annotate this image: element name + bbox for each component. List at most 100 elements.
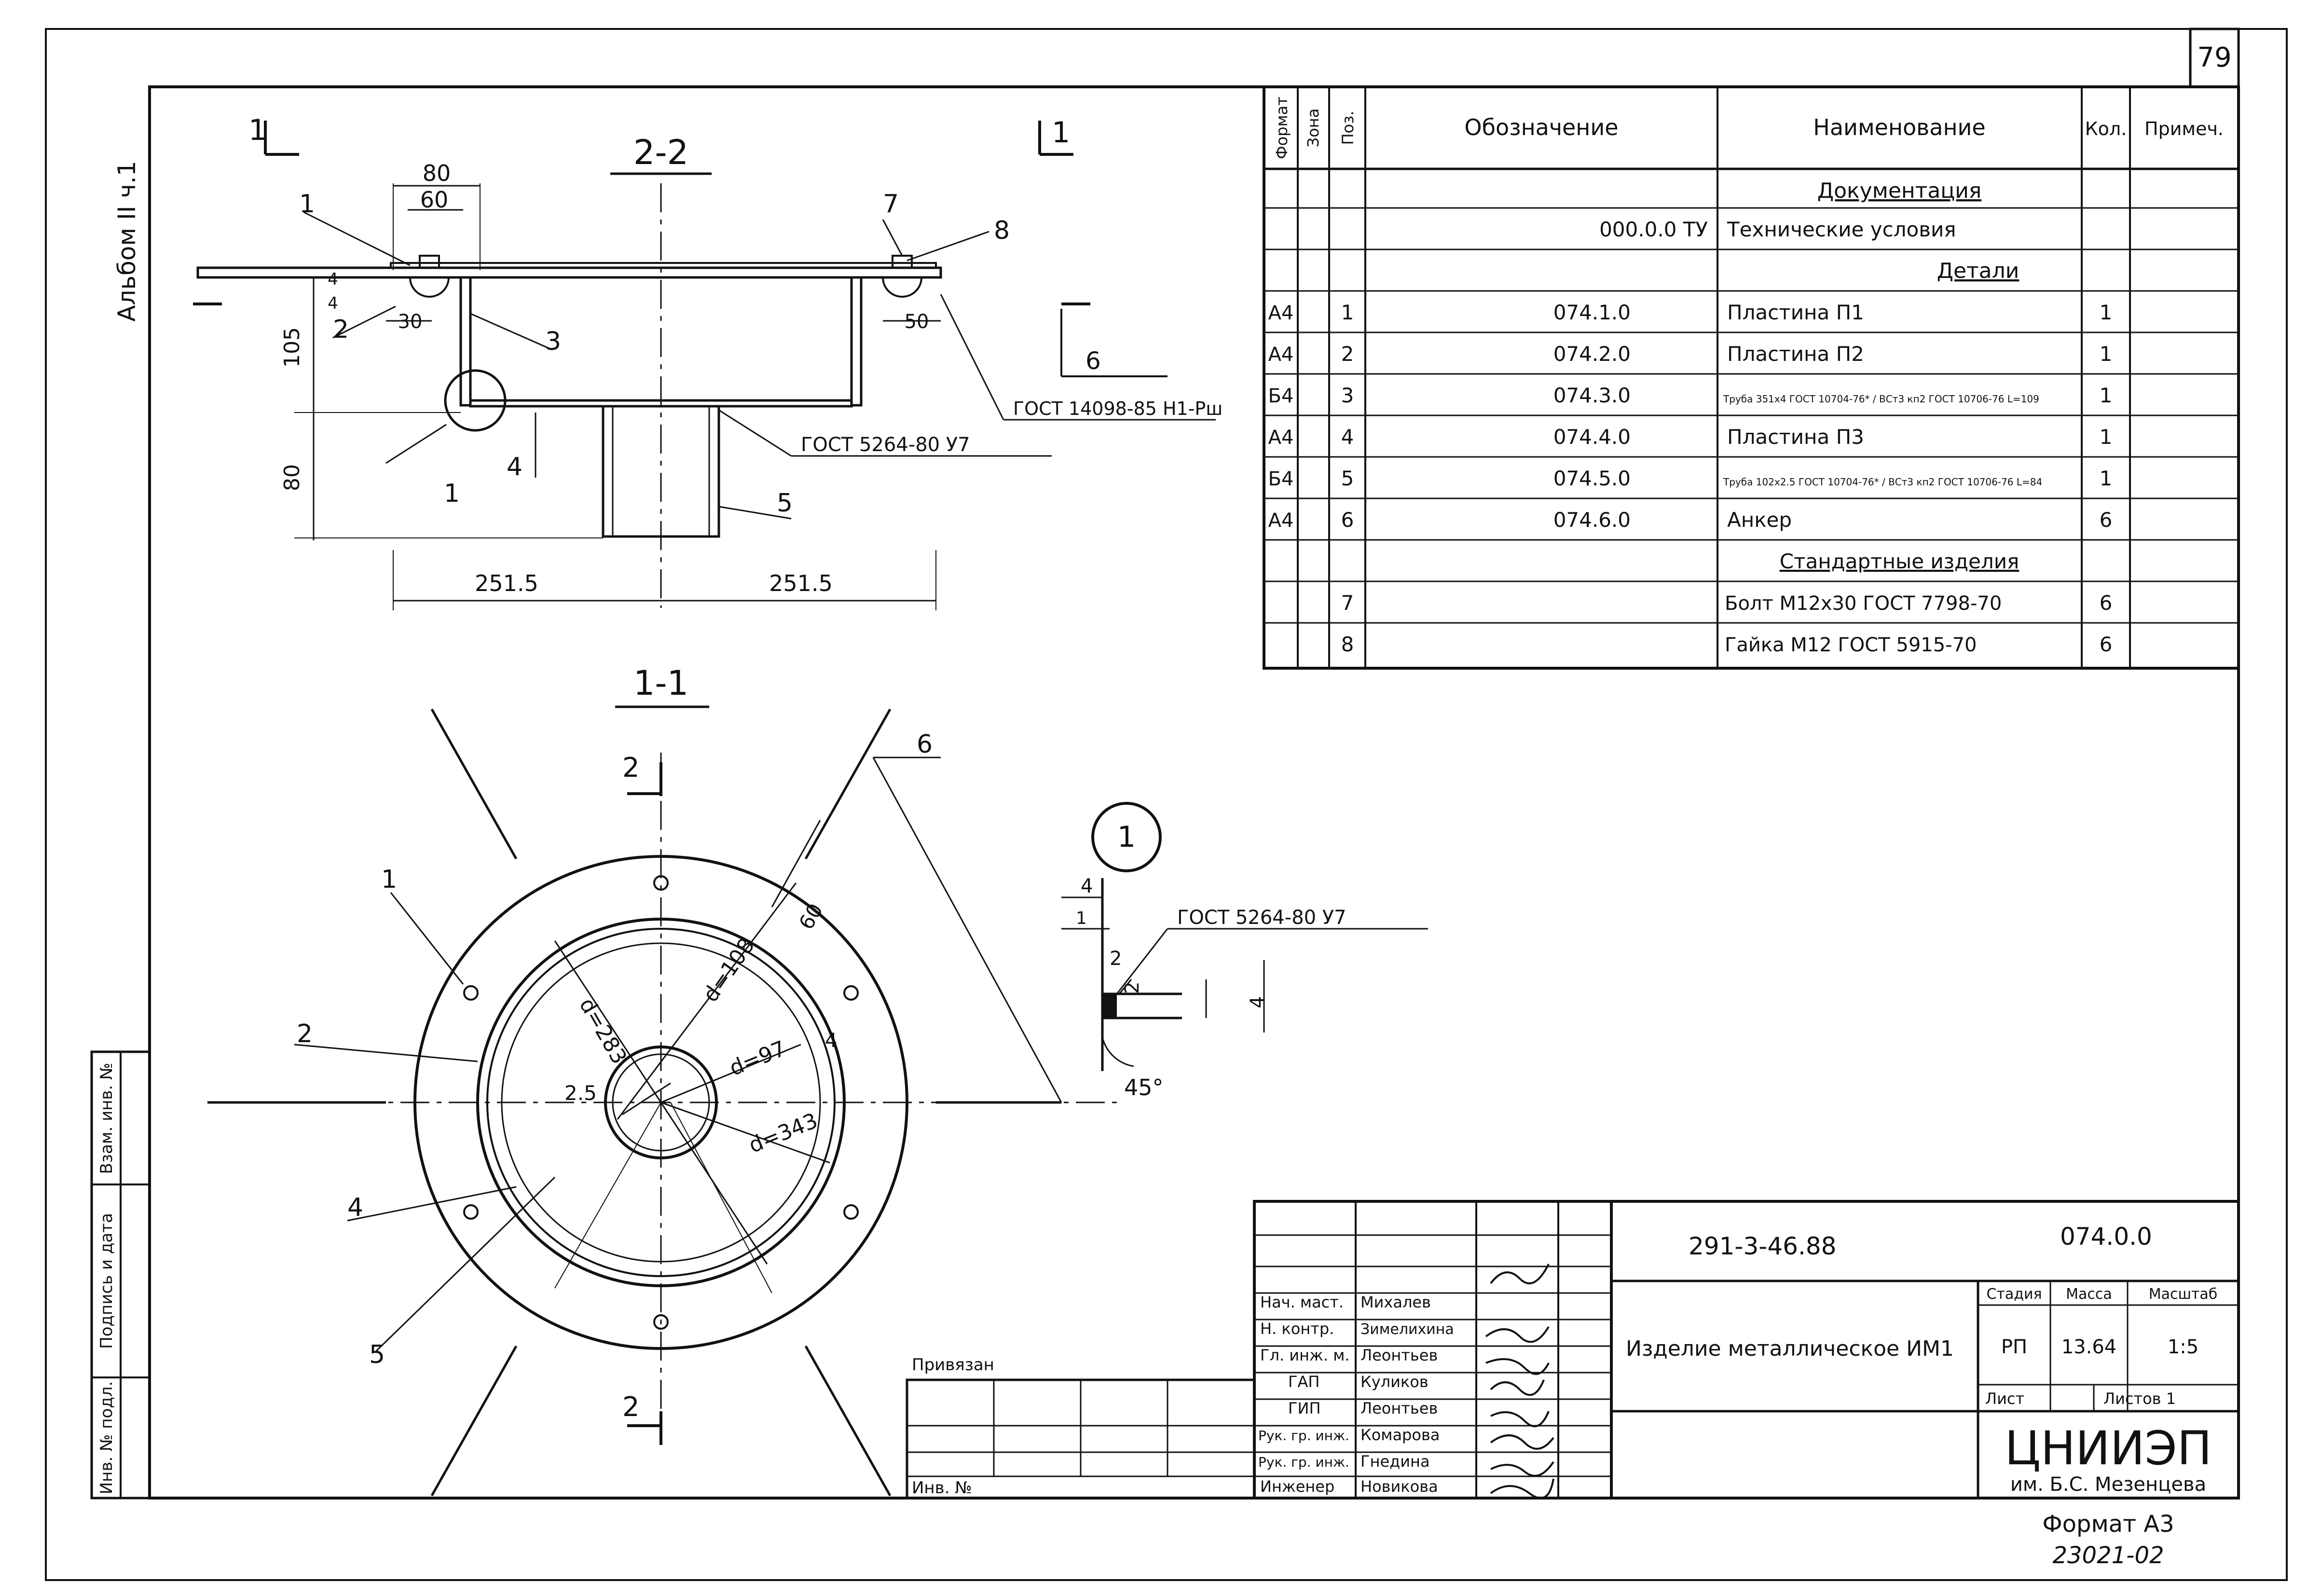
cut-mark-2-bottom: 2 <box>622 1391 640 1423</box>
spec-row-7-pos: 5 <box>1341 467 1354 490</box>
dim-251-right: 251.5 <box>769 570 833 596</box>
staff-6-role: Рук. гр. инж. <box>1258 1454 1349 1470</box>
section-2-2-title: 2-2 <box>633 133 688 172</box>
section-2-2-view: 2-2 1 1 6 <box>193 113 1223 610</box>
spec-row-2-name: Детали <box>1937 259 2020 283</box>
spec-row-9-name: Стандартные изделия <box>1780 550 2020 573</box>
staff-1-name: Зимелихина <box>1360 1321 1454 1338</box>
callout-5-plan: 5 <box>369 1340 385 1369</box>
spec-row-4-qty: 1 <box>2100 342 2113 366</box>
spec-row-5-name: Труба 351x4 ГОСТ 10704-76* / ВСт3 кп2 ГО… <box>1723 393 2039 405</box>
spec-header-qty: Кол. <box>2085 118 2127 139</box>
spec-row-6-fmt: А4 <box>1268 427 1294 449</box>
spec-row-1-des: 000.0.0 ТУ <box>1599 218 1708 241</box>
spec-row-5-pos: 3 <box>1341 384 1354 407</box>
dim-r4: 4 <box>825 1030 837 1052</box>
spec-row-4-pos: 2 <box>1341 342 1354 366</box>
item-code: 074.0.0 <box>2060 1223 2152 1251</box>
drawing-frame <box>148 85 2240 1500</box>
spec-row-3-des: 074.1.0 <box>1553 301 1631 324</box>
spec-header-designation: Обозначение <box>1464 114 1618 140</box>
spec-row-8-name: Анкер <box>1727 508 1792 532</box>
dim-d97: d=97 <box>726 1036 789 1081</box>
callout-3: 3 <box>545 327 561 356</box>
detail-gost-5264: ГОСТ 5264-80 У7 <box>1177 907 1346 929</box>
staff-7-name: Новикова <box>1360 1477 1438 1496</box>
detail-dim-1: 1 <box>1076 908 1087 928</box>
dim-d343: d=343 <box>745 1108 821 1158</box>
dim-251-left: 251.5 <box>475 570 538 596</box>
spec-row-8-fmt: А4 <box>1268 509 1294 532</box>
mass-value: 13.64 <box>2061 1336 2117 1358</box>
callout-1-top: 1 <box>299 190 315 219</box>
spec-header-format: Формат <box>1273 96 1291 159</box>
dim-r60: 60 <box>794 899 827 934</box>
left-strip: Инв. № подл. Подпись и дата Взам. инв. № <box>90 1050 151 1500</box>
sheets-header: Листов 1 <box>2103 1390 2176 1408</box>
sheet-header: Лист <box>1985 1390 2024 1408</box>
dim-4-top: 4 <box>328 270 338 289</box>
staff-4-name: Леонтьев <box>1360 1399 1438 1417</box>
scale-value: 1:5 <box>2168 1336 2198 1358</box>
detail-angle-45: 45° <box>1124 1074 1164 1101</box>
staff-1-role: Н. контр. <box>1260 1320 1334 1338</box>
cut-mark-2-top: 2 <box>622 752 640 784</box>
detail-dim-2: 2 <box>1110 948 1122 970</box>
strip-vzam-inv: Взам. инв. № <box>97 1063 116 1174</box>
spec-row-6-des: 074.4.0 <box>1553 425 1631 449</box>
stage-header: Стадия <box>1986 1286 2042 1303</box>
stage-value: РП <box>2001 1336 2027 1358</box>
callout-7: 7 <box>883 190 899 219</box>
spec-row-7-des: 074.5.0 <box>1553 467 1631 490</box>
spec-row-4-name: Пластина П2 <box>1727 342 1864 366</box>
doc-code: 291-3-46.88 <box>1689 1232 1836 1260</box>
callout-6-plan: 6 <box>917 730 933 759</box>
format-label: Формат А3 <box>2042 1511 2174 1538</box>
cut-mark-1-left: 1 <box>248 113 267 147</box>
spec-row-11-qty: 6 <box>2100 633 2113 656</box>
spec-row-8-des: 074.6.0 <box>1553 508 1631 532</box>
spec-row-6-pos: 4 <box>1341 425 1354 449</box>
dim-60: 60 <box>420 187 449 213</box>
spec-row-6-qty: 1 <box>2100 425 2113 449</box>
sheet-edge <box>45 28 2288 1581</box>
staff-0-role: Нач. маст. <box>1260 1293 1344 1311</box>
section-2-2-anchor-label: 6 <box>1085 347 1101 375</box>
spec-row-8-qty: 6 <box>2100 508 2113 532</box>
callout-5-top: 5 <box>777 489 793 518</box>
spec-row-10-qty: 6 <box>2100 591 2113 615</box>
staff-5-name: Комарова <box>1360 1426 1440 1444</box>
callout-2-plan: 2 <box>297 1019 313 1048</box>
spec-table: Формат Зона Поз. Обозначение Наименовани… <box>1263 85 2240 670</box>
org-subtitle: им. Б.С. Мезенцева <box>2010 1473 2206 1496</box>
staff-2-role: Гл. инж. м. <box>1260 1346 1350 1364</box>
dim-d283: d=283 <box>574 994 632 1068</box>
spec-row-7-fmt: Б4 <box>1268 468 1294 490</box>
strip-inv-podl: Инв. № подл. <box>97 1381 116 1495</box>
staff-7-role: Инженер <box>1260 1477 1334 1496</box>
callout-4-top: 4 <box>507 453 522 482</box>
spec-header-name: Наименование <box>1813 114 1985 140</box>
album-label: Альбом II ч.1 <box>113 161 141 321</box>
dim-r25: 2.5 <box>564 1081 597 1105</box>
dim-105: 105 <box>280 327 304 368</box>
callout-1-detail: 1 <box>444 479 460 508</box>
spec-row-10-pos: 7 <box>1341 591 1354 615</box>
dim-80: 80 <box>423 160 451 186</box>
detail-dim-4b: 4 <box>1247 996 1269 1008</box>
staff-6-name: Гнедина <box>1360 1452 1430 1471</box>
callout-2-top: 2 <box>333 315 349 344</box>
callout-4-plan: 4 <box>347 1193 363 1222</box>
dim-50: 50 <box>905 311 929 333</box>
scale-header: Масштаб <box>2149 1286 2218 1303</box>
spec-row-10-name: Болт М12x30 ГОСТ 7798-70 <box>1725 592 2002 615</box>
staff-0-name: Михалев <box>1360 1293 1431 1311</box>
spec-row-5-des: 074.3.0 <box>1553 384 1631 407</box>
spec-header-zone: Зона <box>1304 109 1322 148</box>
section-1-1-title: 1-1 <box>633 663 688 703</box>
item-title: Изделие металлическое ИМ1 <box>1626 1336 1954 1361</box>
staff-5-role: Рук. гр. инж. <box>1258 1428 1349 1444</box>
spec-row-4-des: 074.2.0 <box>1553 342 1631 366</box>
detail-dim-4: 4 <box>1081 875 1093 897</box>
